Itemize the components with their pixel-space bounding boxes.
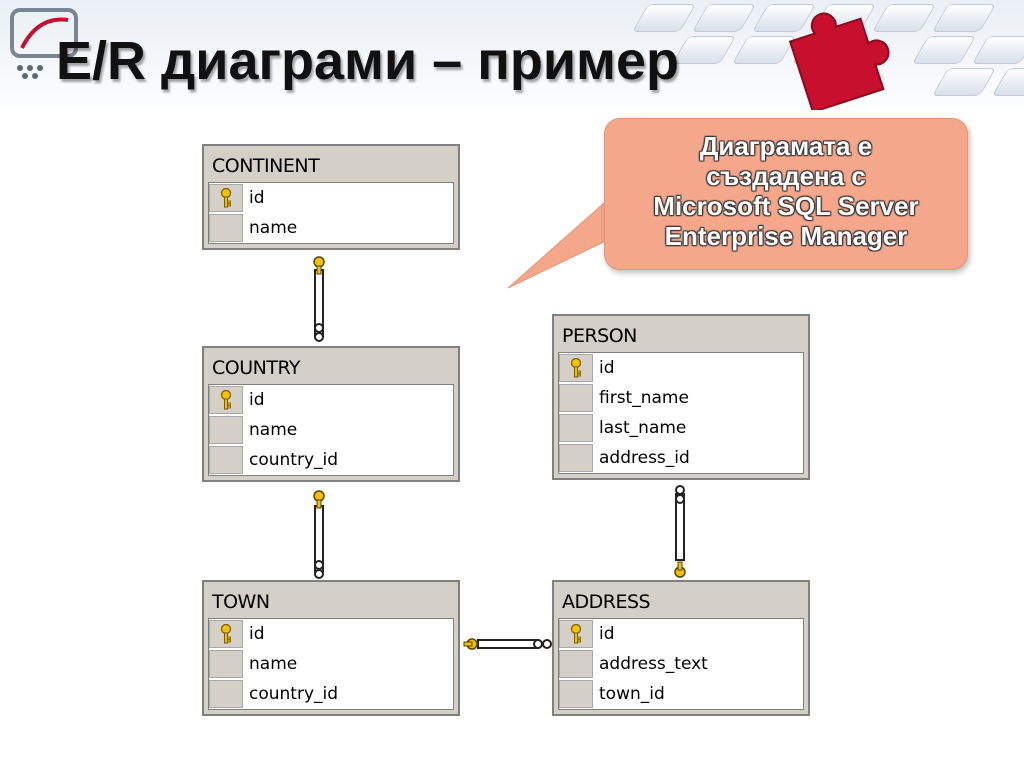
relationship-country-town[interactable]: [313, 490, 325, 579]
table-row: country_id: [209, 679, 453, 709]
column-name: id: [249, 188, 265, 208]
primary-key-icon: [220, 624, 232, 644]
primary-key-icon: [220, 390, 232, 410]
logo: [8, 6, 96, 86]
one-key-icon: [313, 490, 325, 509]
table-row: id: [559, 353, 803, 383]
column-name: name: [249, 654, 298, 674]
row-selector: [209, 650, 243, 678]
row-selector: [209, 680, 243, 708]
row-selector: [559, 680, 593, 708]
table-row: id: [209, 619, 453, 649]
row-selector: [559, 650, 593, 678]
callout-line: Диаграмата е: [699, 131, 873, 161]
callout-line: Enterprise Manager: [664, 221, 908, 251]
many-infinity-icon: [675, 485, 685, 504]
column-name: last_name: [599, 418, 687, 438]
table-title: COUNTRY: [212, 357, 301, 379]
table-town[interactable]: TOWN id name country_id: [202, 580, 460, 716]
table-row: first_name: [559, 383, 803, 413]
row-selector: [559, 620, 593, 648]
row-selector: [559, 354, 593, 382]
callout-line: създадена с: [706, 161, 866, 191]
row-selector: [209, 446, 243, 474]
table-address[interactable]: ADDRESS id address_text town_id: [552, 580, 810, 716]
row-selector: [559, 444, 593, 472]
table-row: address_text: [559, 649, 803, 679]
primary-key-icon: [220, 188, 232, 208]
table-title: ADDRESS: [562, 591, 651, 613]
table-title: CONTINENT: [212, 155, 320, 177]
one-key-icon: [313, 256, 325, 275]
column-name: name: [249, 218, 298, 238]
column-name: address_text: [599, 654, 708, 674]
column-name: id: [249, 390, 265, 410]
column-name: country_id: [249, 450, 339, 470]
table-country[interactable]: COUNTRY id name country_id: [202, 346, 460, 482]
table-row: country_id: [209, 445, 453, 475]
many-infinity-icon: [314, 560, 324, 579]
table-row: name: [209, 415, 453, 445]
column-name: id: [599, 358, 615, 378]
table-row: id: [209, 385, 453, 415]
relationship-town-address[interactable]: [463, 638, 552, 650]
one-key-icon: [674, 561, 686, 578]
table-continent[interactable]: CONTINENT id name: [202, 144, 460, 250]
column-name: country_id: [249, 684, 339, 704]
row-selector: [209, 214, 243, 242]
puzzle-piece-icon: [788, 12, 890, 110]
table-title: TOWN: [212, 591, 270, 613]
table-title: PERSON: [562, 325, 637, 347]
table-row: name: [209, 213, 453, 243]
row-selector: [209, 416, 243, 444]
table-row: name: [209, 649, 453, 679]
row-selector: [559, 414, 593, 442]
relationship-continent-country[interactable]: [313, 256, 325, 342]
table-row: address_id: [559, 443, 803, 473]
table-row: id: [559, 619, 803, 649]
many-infinity-icon: [314, 323, 324, 342]
relationship-person-address[interactable]: [674, 485, 686, 578]
table-row: town_id: [559, 679, 803, 709]
column-name: address_id: [599, 448, 690, 468]
column-name: id: [249, 624, 265, 644]
keyboard-decoration: [600, 0, 1024, 110]
one-key-icon: [463, 638, 478, 650]
callout-pointer: [507, 194, 613, 289]
table-person[interactable]: PERSON id first_name last_name address_i…: [552, 314, 810, 480]
row-selector: [559, 384, 593, 412]
callout-text: Диаграмата е създадена с Microsoft SQL S…: [605, 131, 967, 251]
column-name: first_name: [599, 388, 689, 408]
page-title: E/R диаграми – пример: [56, 31, 679, 91]
column-name: id: [599, 624, 615, 644]
table-row: last_name: [559, 413, 803, 443]
table-row: id: [209, 183, 453, 213]
callout-line: Microsoft SQL Server: [653, 191, 919, 221]
primary-key-icon: [570, 624, 582, 644]
column-name: town_id: [599, 684, 665, 704]
callout-box: Диаграмата е създадена с Microsoft SQL S…: [604, 118, 968, 270]
many-infinity-icon: [533, 639, 552, 649]
column-name: name: [249, 420, 298, 440]
row-selector: [209, 620, 243, 648]
row-selector: [209, 184, 243, 212]
primary-key-icon: [570, 358, 582, 378]
row-selector: [209, 386, 243, 414]
